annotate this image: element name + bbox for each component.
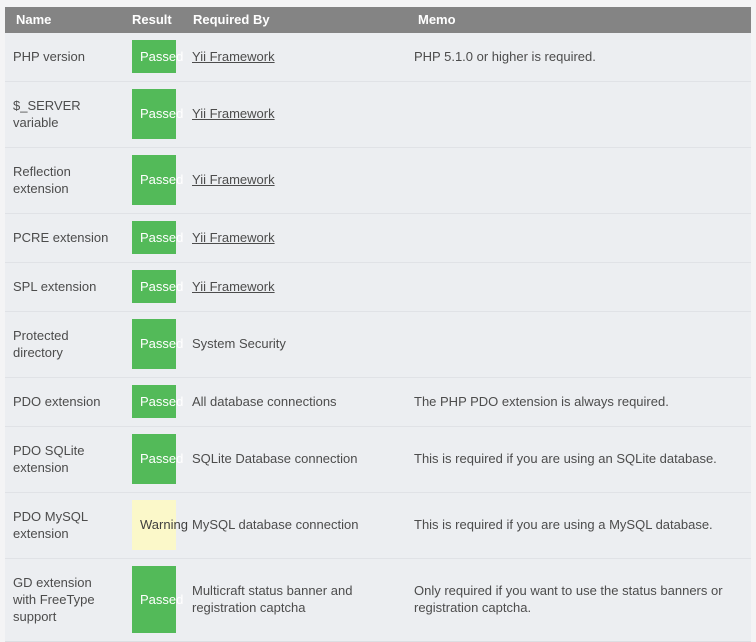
required-by-text: SQLite Database connection [192, 451, 358, 466]
column-header-name: Name [5, 7, 124, 33]
memo-cell: Only required if you want to use the sta… [406, 558, 751, 642]
memo-cell: The PHP PDO extension is always required… [406, 377, 751, 427]
result-cell: Passed [124, 81, 184, 148]
result-cell: Passed [124, 33, 184, 82]
requirement-name: Reflection extension [5, 147, 124, 214]
required-by-cell: Yii Framework [184, 262, 406, 312]
memo-cell [406, 81, 751, 148]
requirement-name: $_SERVER variable [5, 81, 124, 148]
memo-cell: This is required if you are using a MySQ… [406, 492, 751, 559]
required-by-link[interactable]: Yii Framework [192, 278, 275, 294]
memo-cell: This is required if you are using an SQL… [406, 426, 751, 493]
result-cell: Passed [124, 213, 184, 263]
required-by-link[interactable]: Yii Framework [192, 229, 275, 245]
status-badge-passed: Passed [132, 565, 183, 633]
memo-cell [406, 213, 751, 263]
required-by-cell: MySQL database connection [184, 492, 406, 559]
required-by-text: MySQL database connection [192, 517, 359, 532]
required-by-cell: SQLite Database connection [184, 426, 406, 493]
status-badge-passed: Passed [132, 220, 183, 254]
result-cell: Passed [124, 262, 184, 312]
result-cell: Warning [124, 492, 188, 559]
status-badge-passed: Passed [132, 433, 183, 484]
status-badge-passed: Passed [132, 318, 183, 369]
requirement-name: PCRE extension [5, 213, 124, 263]
status-badge-passed: Passed [132, 40, 183, 73]
required-by-link[interactable]: Yii Framework [192, 172, 275, 187]
requirements-table: Name Result Required By Memo PHP version… [5, 7, 751, 642]
requirement-name: GD extension with FreeType support [5, 558, 124, 642]
required-by-cell: Yii Framework [184, 33, 406, 82]
result-cell: Passed [124, 311, 184, 378]
required-by-cell: All database connections [184, 377, 406, 427]
required-by-link[interactable]: Yii Framework [192, 48, 275, 64]
status-badge-passed: Passed [132, 269, 183, 303]
requirements-table-container: Name Result Required By Memo PHP version… [5, 7, 751, 642]
result-cell: Passed [124, 377, 184, 427]
status-badge-passed: Passed [132, 154, 183, 205]
table-header-row: Name Result Required By Memo [5, 7, 751, 33]
result-cell: Passed [124, 558, 184, 642]
column-header-result: Result [124, 7, 184, 33]
status-badge-passed: Passed [132, 384, 183, 418]
memo-cell: PHP 5.1.0 or higher is required. [406, 33, 751, 82]
requirement-name: PHP version [5, 33, 124, 82]
required-by-cell: System Security [184, 311, 406, 378]
required-by-cell: Yii Framework [184, 147, 406, 214]
column-header-required-by: Required By [184, 7, 406, 33]
requirement-name: Protected directory [5, 311, 124, 378]
table-header: Name Result Required By Memo [5, 7, 751, 33]
required-by-text: Multicraft status banner and registratio… [192, 583, 353, 615]
requirement-name: PDO SQLite extension [5, 426, 124, 493]
required-by-cell: Yii Framework [184, 213, 406, 263]
required-by-link[interactable]: Yii Framework [192, 106, 275, 121]
result-cell: Passed [124, 426, 184, 493]
status-badge-passed: Passed [132, 88, 183, 139]
requirement-name: SPL extension [5, 262, 124, 312]
memo-cell [406, 311, 751, 378]
required-by-cell: Multicraft status banner and registratio… [184, 558, 406, 642]
status-badge-warning: Warning [132, 499, 188, 550]
memo-cell [406, 147, 751, 214]
required-by-cell: Yii Framework [184, 81, 406, 148]
column-header-memo: Memo [406, 7, 751, 33]
requirement-name: PDO MySQL extension [5, 492, 124, 559]
memo-cell [406, 262, 751, 312]
result-cell: Passed [124, 147, 184, 214]
requirement-name: PDO extension [5, 377, 124, 427]
required-by-text: System Security [192, 336, 286, 351]
required-by-text: All database connections [192, 393, 337, 409]
